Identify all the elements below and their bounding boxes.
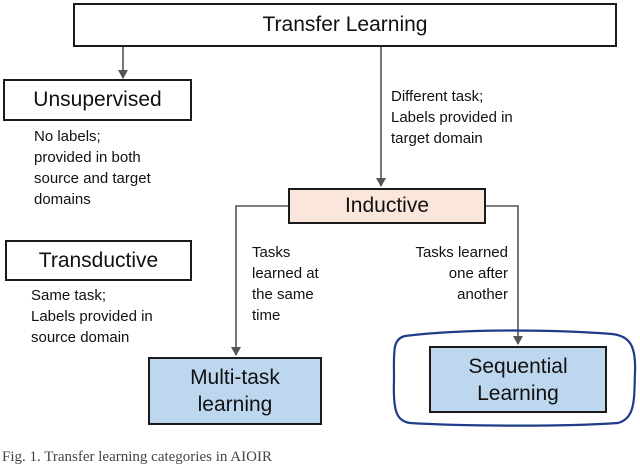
unsupervised-box: Unsupervised	[3, 79, 192, 121]
inductive-edge-note: Different task; Labels provided in targe…	[391, 88, 513, 147]
arrow-to-sequential	[486, 205, 523, 345]
unsupervised-note: No labels; provided in both source and t…	[34, 128, 151, 208]
sequential-highlight-outline	[392, 329, 637, 427]
multi-task-edge-note: Tasks learned at the same time	[252, 244, 319, 324]
unsupervised-label: Unsupervised	[33, 88, 162, 111]
figure-caption: Fig. 1. Transfer learning categories in …	[2, 449, 272, 465]
sequential-learning-box: Sequential Learning	[429, 346, 607, 413]
sequential-label-line1: Sequential	[468, 354, 568, 378]
inductive-label: Inductive	[344, 194, 430, 217]
inductive-box: Inductive	[288, 188, 486, 224]
multi-task-label-line1: Multi-task	[190, 366, 280, 389]
sequential-edge-note: Tasks learned one after another	[415, 244, 508, 303]
sequential-label-line2: Learning	[477, 381, 559, 405]
transductive-note: Same task; Labels provided in source dom…	[31, 287, 153, 346]
arrow-to-multi-task	[231, 205, 288, 356]
transfer-learning-label: Transfer Learning	[262, 13, 428, 36]
multi-task-learning-box: Multi-task learning	[148, 357, 322, 425]
transductive-box: Transductive	[5, 240, 192, 281]
transfer-learning-box: Transfer Learning	[73, 3, 617, 47]
transductive-label: Transductive	[38, 248, 159, 272]
multi-task-label-line2: learning	[197, 393, 273, 416]
